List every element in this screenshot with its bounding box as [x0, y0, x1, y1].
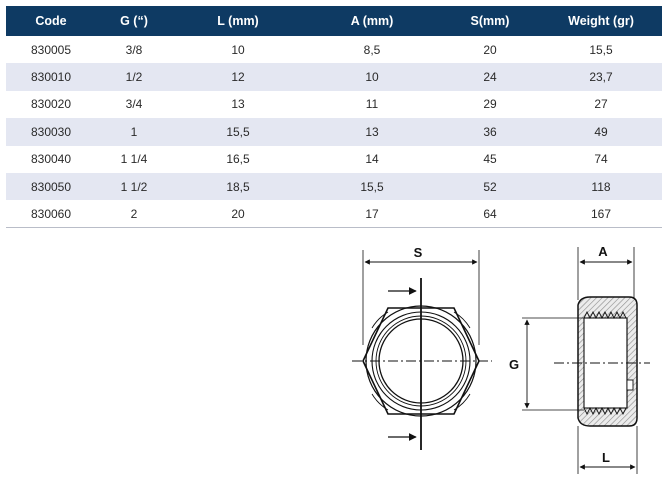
- cell-weight: 27: [540, 90, 662, 119]
- cell-g: 1/2: [96, 63, 172, 91]
- header-code: Code: [6, 6, 96, 36]
- header-a: A (mm): [304, 6, 440, 36]
- cell-weight: 167: [540, 200, 662, 229]
- cell-s: 36: [440, 118, 540, 146]
- label-g: G: [509, 357, 519, 372]
- header-l: L (mm): [172, 6, 304, 36]
- cell-s: 20: [440, 36, 540, 64]
- cell-code: 830030: [6, 118, 96, 146]
- table-header-row: Code G (“) L (mm) A (mm) S(mm) Weight (g…: [6, 6, 662, 36]
- cell-weight: 74: [540, 145, 662, 173]
- cell-l: 13: [172, 90, 304, 119]
- spec-table: Code G (“) L (mm) A (mm) S(mm) Weight (g…: [6, 6, 662, 229]
- cell-a: 11: [304, 90, 440, 119]
- cell-g: 1 1/4: [96, 145, 172, 173]
- cell-code: 830060: [6, 200, 96, 229]
- cell-l: 16,5: [172, 145, 304, 173]
- cell-s: 24: [440, 63, 540, 91]
- table-row: 830020 3/4 13 11 29 27: [6, 90, 662, 119]
- table-row: 830005 3/8 10 8,5 20 15,5: [6, 36, 662, 64]
- cell-g: 3/8: [96, 36, 172, 64]
- header-g: G (“): [96, 6, 172, 36]
- header-s: S(mm): [440, 6, 540, 36]
- cell-s: 64: [440, 200, 540, 229]
- cell-code: 830020: [6, 90, 96, 119]
- cell-a: 15,5: [304, 172, 440, 201]
- cell-a: 14: [304, 145, 440, 173]
- cell-code: 830040: [6, 145, 96, 173]
- cell-s: 52: [440, 172, 540, 201]
- cell-code: 830010: [6, 63, 96, 91]
- cell-l: 18,5: [172, 172, 304, 201]
- cell-weight: 15,5: [540, 36, 662, 64]
- cell-s: 29: [440, 90, 540, 119]
- label-l: L: [602, 450, 610, 465]
- cell-code: 830005: [6, 36, 96, 64]
- cell-g: 2: [96, 200, 172, 229]
- cell-l: 12: [172, 63, 304, 91]
- cell-weight: 49: [540, 118, 662, 146]
- table-row: 830010 1/2 12 10 24 23,7: [6, 63, 662, 91]
- label-s: S: [414, 245, 423, 260]
- cell-g: 1: [96, 118, 172, 146]
- cell-weight: 23,7: [540, 63, 662, 91]
- cell-code: 830050: [6, 172, 96, 201]
- cell-a: 13: [304, 118, 440, 146]
- cell-l: 20: [172, 200, 304, 229]
- cell-a: 8,5: [304, 36, 440, 64]
- cell-l: 10: [172, 36, 304, 64]
- cell-weight: 118: [540, 172, 662, 201]
- cell-s: 45: [440, 145, 540, 173]
- cell-a: 17: [304, 200, 440, 229]
- section-side-view: [522, 247, 650, 474]
- hex-front-view: [352, 250, 492, 450]
- table-row: 830050 1 1/2 18,5 15,5 52 118: [6, 172, 662, 201]
- table-row: 830060 2 20 17 64 167: [6, 200, 662, 229]
- label-a: A: [598, 244, 608, 259]
- table-row: 830030 1 15,5 13 36 49: [6, 118, 662, 146]
- cell-g: 3/4: [96, 90, 172, 119]
- cell-a: 10: [304, 63, 440, 91]
- cell-g: 1 1/2: [96, 172, 172, 201]
- cell-l: 15,5: [172, 118, 304, 146]
- header-weight: Weight (gr): [540, 6, 662, 36]
- table-row: 830040 1 1/4 16,5 14 45 74: [6, 145, 662, 173]
